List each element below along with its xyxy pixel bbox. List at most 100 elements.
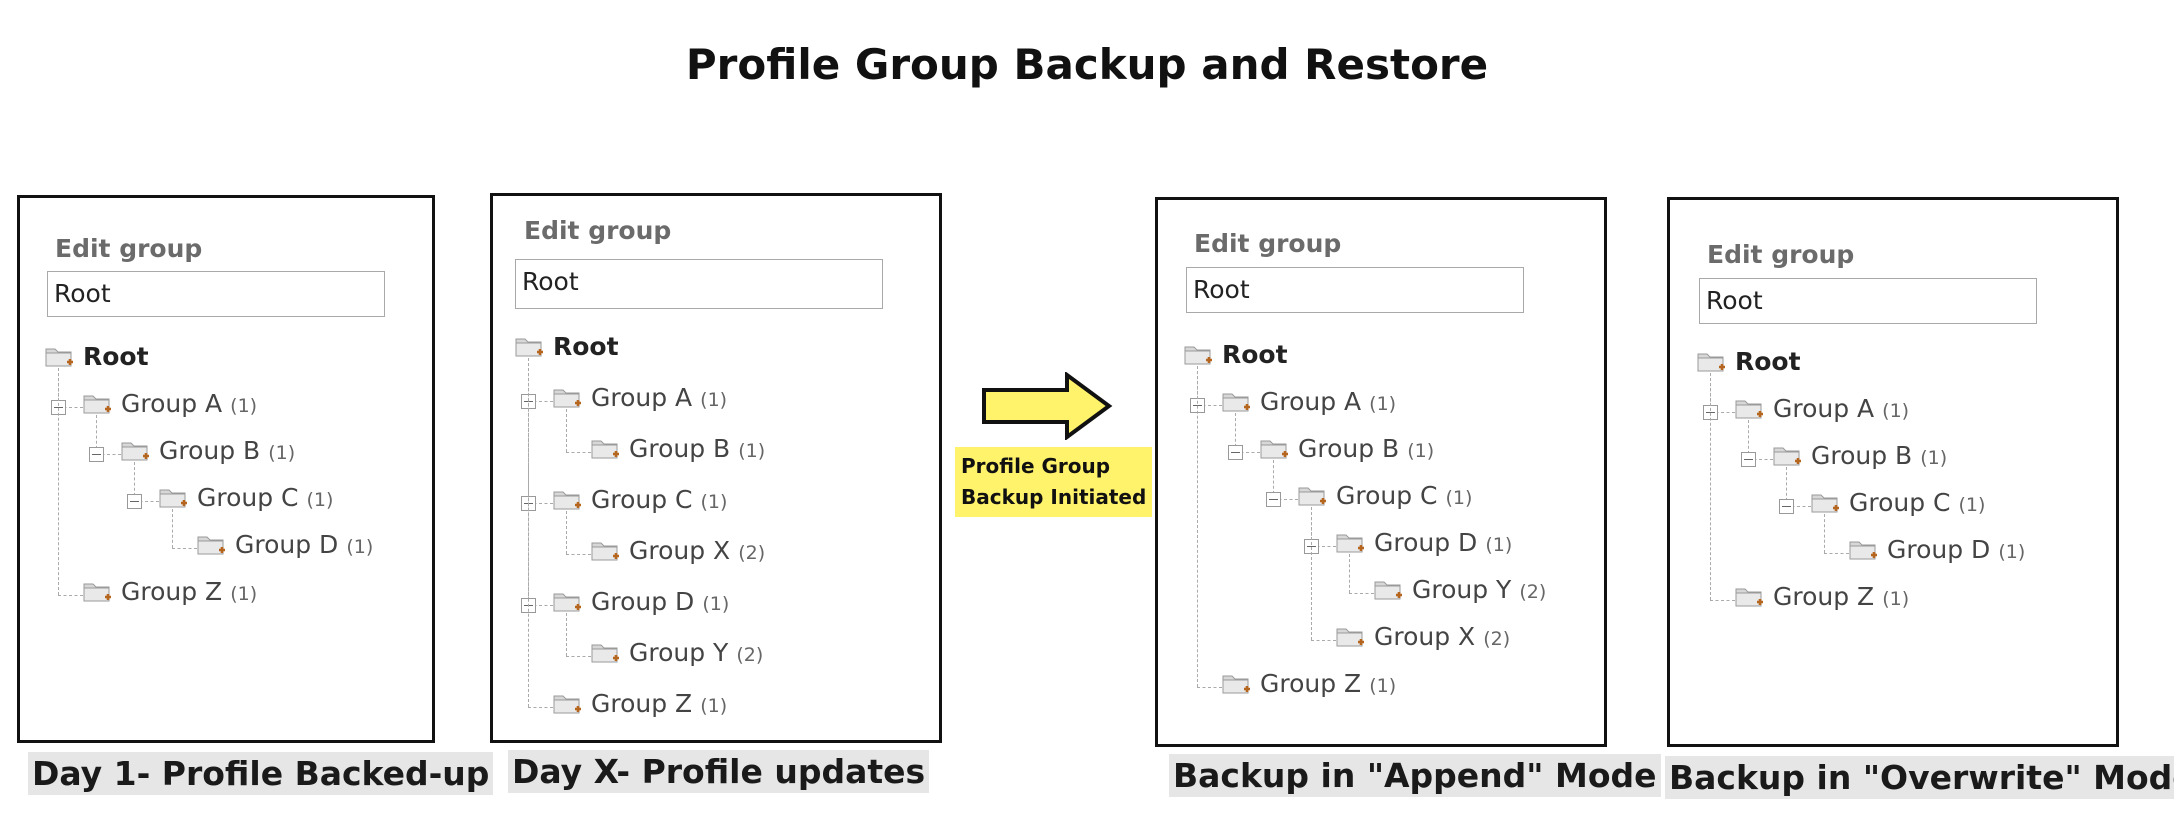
group-name: Group Z — [591, 689, 693, 718]
tree-node-label: Group D (1) — [591, 587, 729, 616]
folder-icon — [591, 542, 619, 561]
collapse-toggle-icon[interactable] — [1266, 492, 1281, 507]
tree-connector — [1273, 499, 1298, 500]
folder-icon — [197, 536, 225, 555]
folder-icon — [83, 395, 111, 414]
tree-node-label: Group D (1) — [1374, 528, 1512, 557]
tree-node-label: Group Z(1) — [121, 577, 257, 606]
profile-count: (1) — [1485, 534, 1513, 556]
tree-node-label: Group Z(1) — [591, 689, 727, 718]
folder-icon — [1222, 675, 1250, 694]
profile-count: (1) — [346, 536, 374, 558]
tree-node-label: Group Y(2) — [629, 638, 763, 667]
tree-node-label: Group A (1) — [121, 389, 257, 418]
tree-node-label: Root — [553, 332, 619, 361]
tree-connector — [566, 613, 567, 656]
collapse-toggle-icon[interactable] — [127, 494, 142, 509]
group-name: Root — [83, 342, 149, 371]
folder-icon — [1336, 628, 1364, 647]
tree-connector — [134, 501, 159, 502]
folder-icon — [515, 338, 543, 357]
tree-connector — [1311, 546, 1336, 547]
profile-count: (1) — [702, 593, 730, 615]
profile-count: (1) — [1882, 588, 1910, 610]
group-name: Group Z — [121, 577, 223, 606]
folder-icon — [121, 442, 149, 461]
tree-node-label: Root — [1222, 340, 1288, 369]
folder-icon — [83, 583, 111, 602]
edit-group-input[interactable]: Root — [1699, 278, 2037, 324]
folder-icon — [1735, 588, 1763, 607]
tree-node-label: Group B(1) — [1298, 434, 1434, 463]
tree-node-label: Group C (1) — [591, 485, 727, 514]
folder-icon — [1222, 393, 1250, 412]
group-name: Group Y — [1412, 575, 1512, 604]
profile-count: (1) — [1958, 494, 1986, 516]
note-line-1: Profile Group — [961, 454, 1111, 478]
tree-node-label: Group D(1) — [1887, 535, 2025, 564]
tree-connector — [172, 548, 197, 549]
group-name: Group C — [591, 485, 693, 514]
collapse-toggle-icon[interactable] — [89, 447, 104, 462]
group-name: Root — [1735, 347, 1801, 376]
group-name: Group B — [159, 436, 261, 465]
tree-node-label: Group B (1) — [159, 436, 295, 465]
profile-count: (1) — [1920, 447, 1948, 469]
group-name: Group Y — [629, 638, 729, 667]
group-name: Group A — [121, 389, 223, 418]
tree-connector — [58, 595, 83, 596]
group-name: Group D — [591, 587, 695, 616]
folder-icon — [591, 440, 619, 459]
tree-connector — [528, 358, 529, 707]
tree-connector — [566, 452, 591, 453]
tree-node-label: Group Z(1) — [1260, 669, 1396, 698]
folder-icon — [1735, 400, 1763, 419]
profile-count: (1) — [230, 395, 258, 417]
profile-count: (1) — [306, 489, 334, 511]
tree-node-label: Group X(2) — [1374, 622, 1510, 651]
edit-group-label: Edit group — [1194, 229, 1342, 258]
caption-day1: Day 1- Profile Backed-up — [28, 752, 494, 795]
tree-connector — [96, 415, 97, 454]
collapse-toggle-icon[interactable] — [1741, 452, 1756, 467]
folder-icon — [1811, 494, 1839, 513]
tree-connector — [1235, 452, 1260, 453]
collapse-toggle-icon[interactable] — [1779, 499, 1794, 514]
folder-icon — [159, 489, 187, 508]
folder-icon — [553, 593, 581, 612]
tree-connector — [1273, 460, 1274, 499]
profile-count: (1) — [1369, 393, 1397, 415]
tree-connector — [1197, 366, 1198, 687]
caption-append: Backup in "Append" Mode — [1169, 754, 1661, 797]
group-name: Group D — [1374, 528, 1478, 557]
profile-count: (1) — [268, 442, 296, 464]
tree-connector — [1311, 507, 1312, 640]
tree-node-label: Group Z(1) — [1773, 582, 1909, 611]
tree-connector — [566, 656, 591, 657]
tree-node-label: Group C(1) — [1849, 488, 1985, 517]
tree-node-label: Group X(2) — [629, 536, 765, 565]
edit-group-input[interactable]: Root — [1186, 267, 1524, 313]
edit-group-label: Edit group — [1707, 240, 1855, 269]
tree-connector — [1748, 420, 1749, 459]
folder-icon — [1298, 487, 1326, 506]
folder-icon — [1849, 541, 1877, 560]
edit-group-input[interactable]: Root — [515, 259, 883, 309]
caption-dayx: Day X- Profile updates — [508, 750, 930, 793]
tree-connector — [1786, 506, 1811, 507]
folder-icon — [1184, 346, 1212, 365]
edit-group-input[interactable]: Root — [47, 271, 385, 317]
profile-count: (1) — [700, 491, 728, 513]
tree-node-label: Group B(1) — [1811, 441, 1947, 470]
folder-icon — [1374, 581, 1402, 600]
tree-node-label: Group Y(2) — [1412, 575, 1546, 604]
tree-node-label: Group D(1) — [235, 530, 373, 559]
group-name: Group B — [629, 434, 731, 463]
backup-initiated-note: Profile Group Backup Initiated — [955, 447, 1153, 517]
collapse-toggle-icon[interactable] — [1228, 445, 1243, 460]
group-name: Group Z — [1260, 669, 1362, 698]
tree-node-label: Group C(1) — [197, 483, 333, 512]
profile-count: (1) — [700, 389, 728, 411]
folder-icon — [1697, 353, 1725, 372]
